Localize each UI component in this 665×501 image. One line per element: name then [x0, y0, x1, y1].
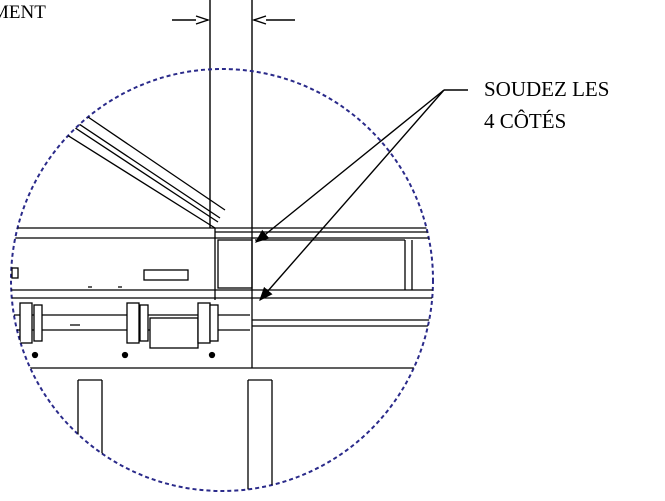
callout-text-line2: 4 CÔTÉS: [484, 109, 567, 133]
leader-lines: [254, 89, 468, 302]
partial-title-text: MENT: [0, 2, 46, 23]
detail-circle: [10, 68, 434, 492]
dimension-marks: [172, 0, 295, 228]
callout-text-line1: SOUDEZ LES: [484, 77, 610, 101]
frame-detail: [11, 97, 433, 491]
